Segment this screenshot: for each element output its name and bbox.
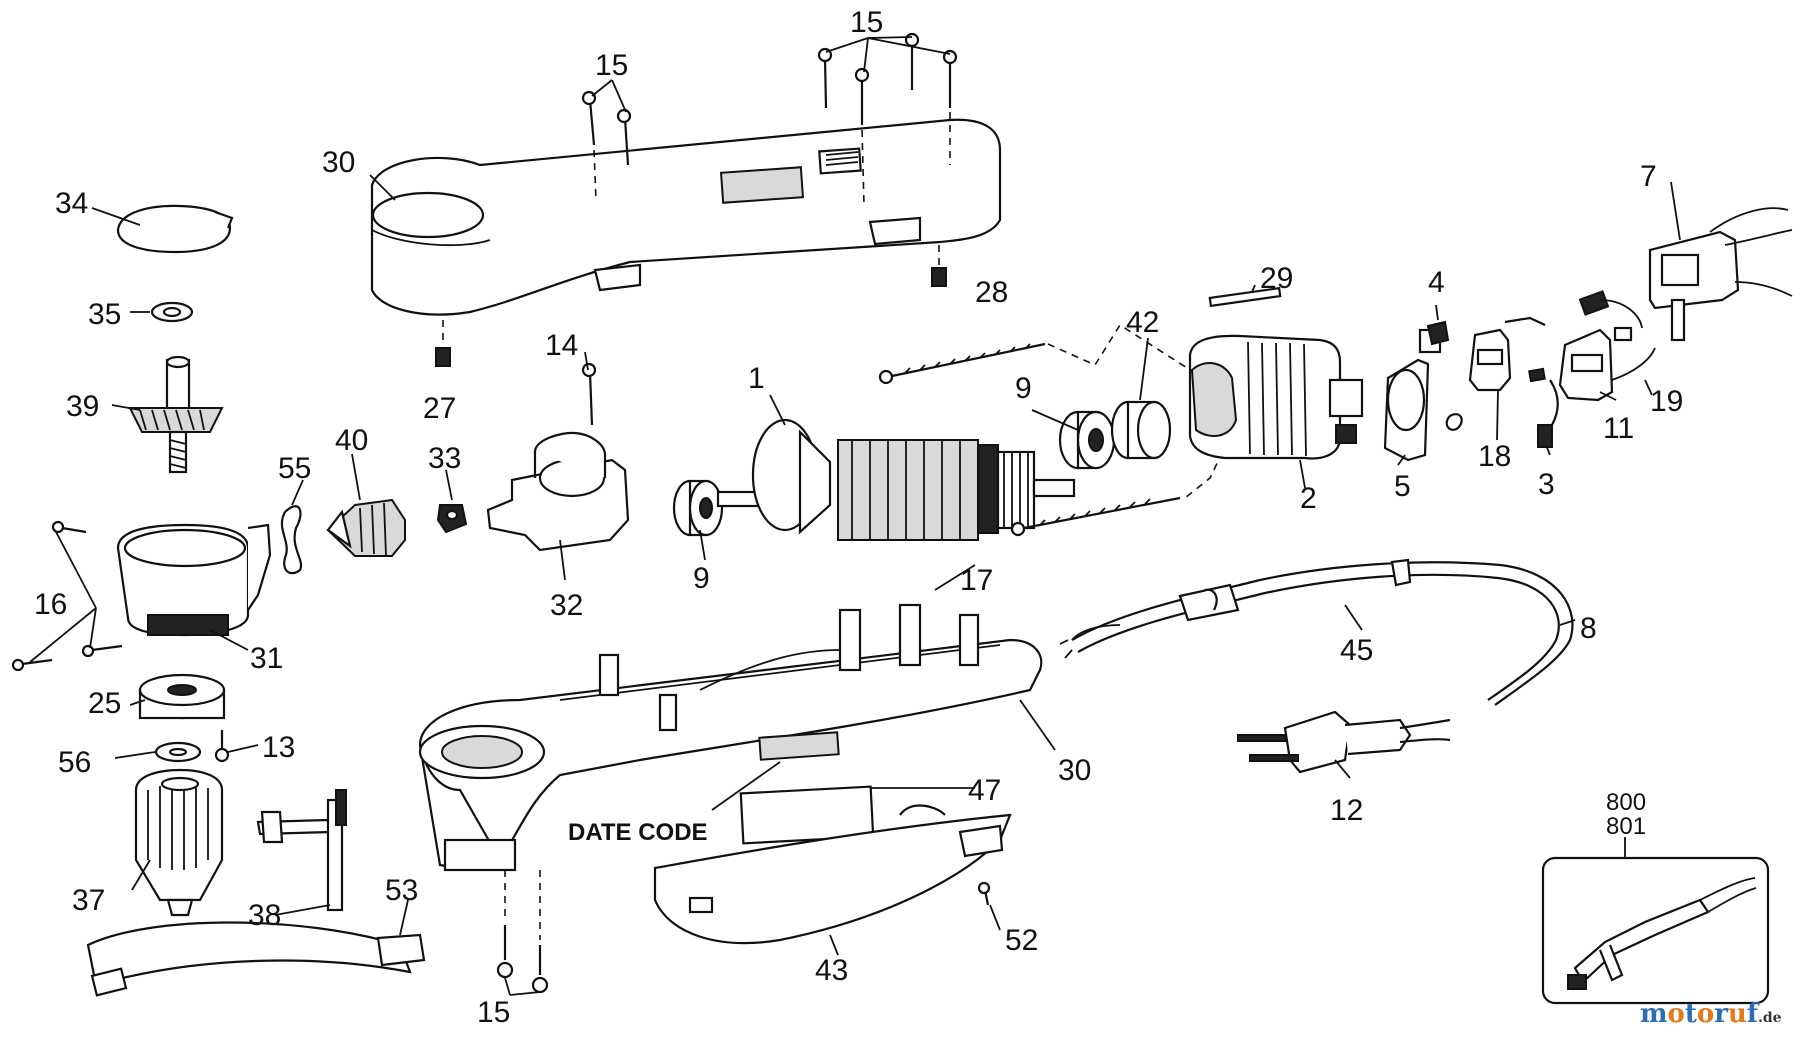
label-29: 29 [1260,262,1293,295]
label-13: 13 [262,731,295,764]
watermark-letter: f [1747,999,1760,1029]
side-handle-strap-53 [86,921,426,997]
label-43: 43 [815,954,848,987]
label-2: 2 [1300,482,1317,515]
label-3: 3 [1538,468,1555,501]
label-33: 33 [428,442,461,475]
plug-12 [1237,710,1451,774]
inset-800-801 [1541,856,1770,1005]
bevel-gear-39 [128,355,224,474]
label-27: 27 [423,392,456,425]
label-8: 8 [1580,612,1597,645]
label-30: 30 [322,146,355,179]
watermark-letter: m [1640,999,1668,1029]
chuck-37 [134,768,224,917]
label-11: 11 [1603,412,1634,445]
switch-18 [1468,316,1546,392]
insulator-29 [1208,286,1282,308]
label-9: 9 [693,562,710,595]
armature-1 [716,418,1076,541]
label-19: 19 [1650,385,1683,418]
bearing-9-right [1058,410,1116,470]
label-5: 5 [1394,470,1411,503]
label-9: 9 [1015,372,1032,405]
label-801: 801 [1606,813,1646,840]
gear-case-31 [116,523,272,637]
label-15: 15 [595,49,628,82]
nameplate-47 [739,785,875,845]
label-14: 14 [545,329,578,362]
label-15: 15 [477,996,510,1029]
label-16: 16 [34,588,67,621]
label-47: 47 [968,774,1001,807]
label-35: 35 [88,298,121,331]
screw-14 [588,371,594,426]
screws-15-bottom [496,870,549,994]
label-34: 34 [55,187,88,220]
label-42: 42 [1126,306,1159,339]
label-40: 40 [335,424,368,457]
label-15: 15 [850,6,883,39]
watermark: motoruf.de [1640,999,1782,1029]
label-53: 53 [385,874,418,907]
screw-16b [91,644,123,652]
field-2 [1188,334,1364,460]
cord-45 [1059,558,1574,706]
part-number-labels: 15 15 30 34 35 39 28 27 14 40 55 33 1 9 … [34,6,1683,1029]
watermark-letter: u [1728,999,1747,1029]
label-4: 4 [1428,266,1445,299]
label-1: 1 [748,362,765,395]
label-39: 39 [66,390,99,423]
label-56: 56 [58,746,91,779]
label-800: 800 [1606,789,1646,816]
watermark-text: motoruf.de [1640,999,1782,1029]
clip-55 [280,505,303,575]
screws-17 [878,323,1247,537]
housing-bottom-half [418,603,1043,872]
leader-lines [29,36,1681,996]
date-code-label: DATE CODE [568,819,708,846]
label-38: 38 [248,899,281,932]
bearing-sleeve-42 [1110,400,1172,460]
housing-top-half [370,118,1002,316]
label-37: 37 [72,884,105,917]
label-31: 31 [250,642,283,675]
label-52: 52 [1005,924,1038,957]
brush-3 [1537,424,1553,448]
chuck-key-38 [256,789,347,912]
nut-27 [435,347,451,367]
watermark-letter: t [1685,999,1697,1029]
guard-43 [653,804,1012,945]
wire-19 [1611,347,1656,381]
switch-box-7 [1648,207,1793,342]
screw-16a [61,526,87,534]
label-30: 30 [1058,754,1091,787]
label-18: 18 [1478,440,1511,473]
label-7: 7 [1640,160,1657,193]
screw-16c [21,658,53,666]
watermark-letter: o [1668,999,1685,1029]
clip-small [1445,413,1463,431]
label-12: 12 [1330,794,1363,827]
watermark-letter: r [1714,999,1728,1029]
bearing-plate-32 [486,362,630,552]
nut-28 [931,267,947,287]
bearing-25 [138,673,226,720]
watermark-letter: o [1697,999,1714,1029]
spring-4 [1426,320,1450,346]
label-28: 28 [975,276,1008,309]
label-32: 32 [550,589,583,622]
pinion-40 [326,498,406,557]
label-25: 25 [88,687,121,720]
cap-34 [116,204,234,254]
label-45: 45 [1340,634,1373,667]
label-17: 17 [960,564,993,597]
bearing-9-left [672,479,724,537]
brush-holder-5 [1383,328,1442,462]
switch-11 [1558,326,1633,402]
label-55: 55 [278,452,311,485]
